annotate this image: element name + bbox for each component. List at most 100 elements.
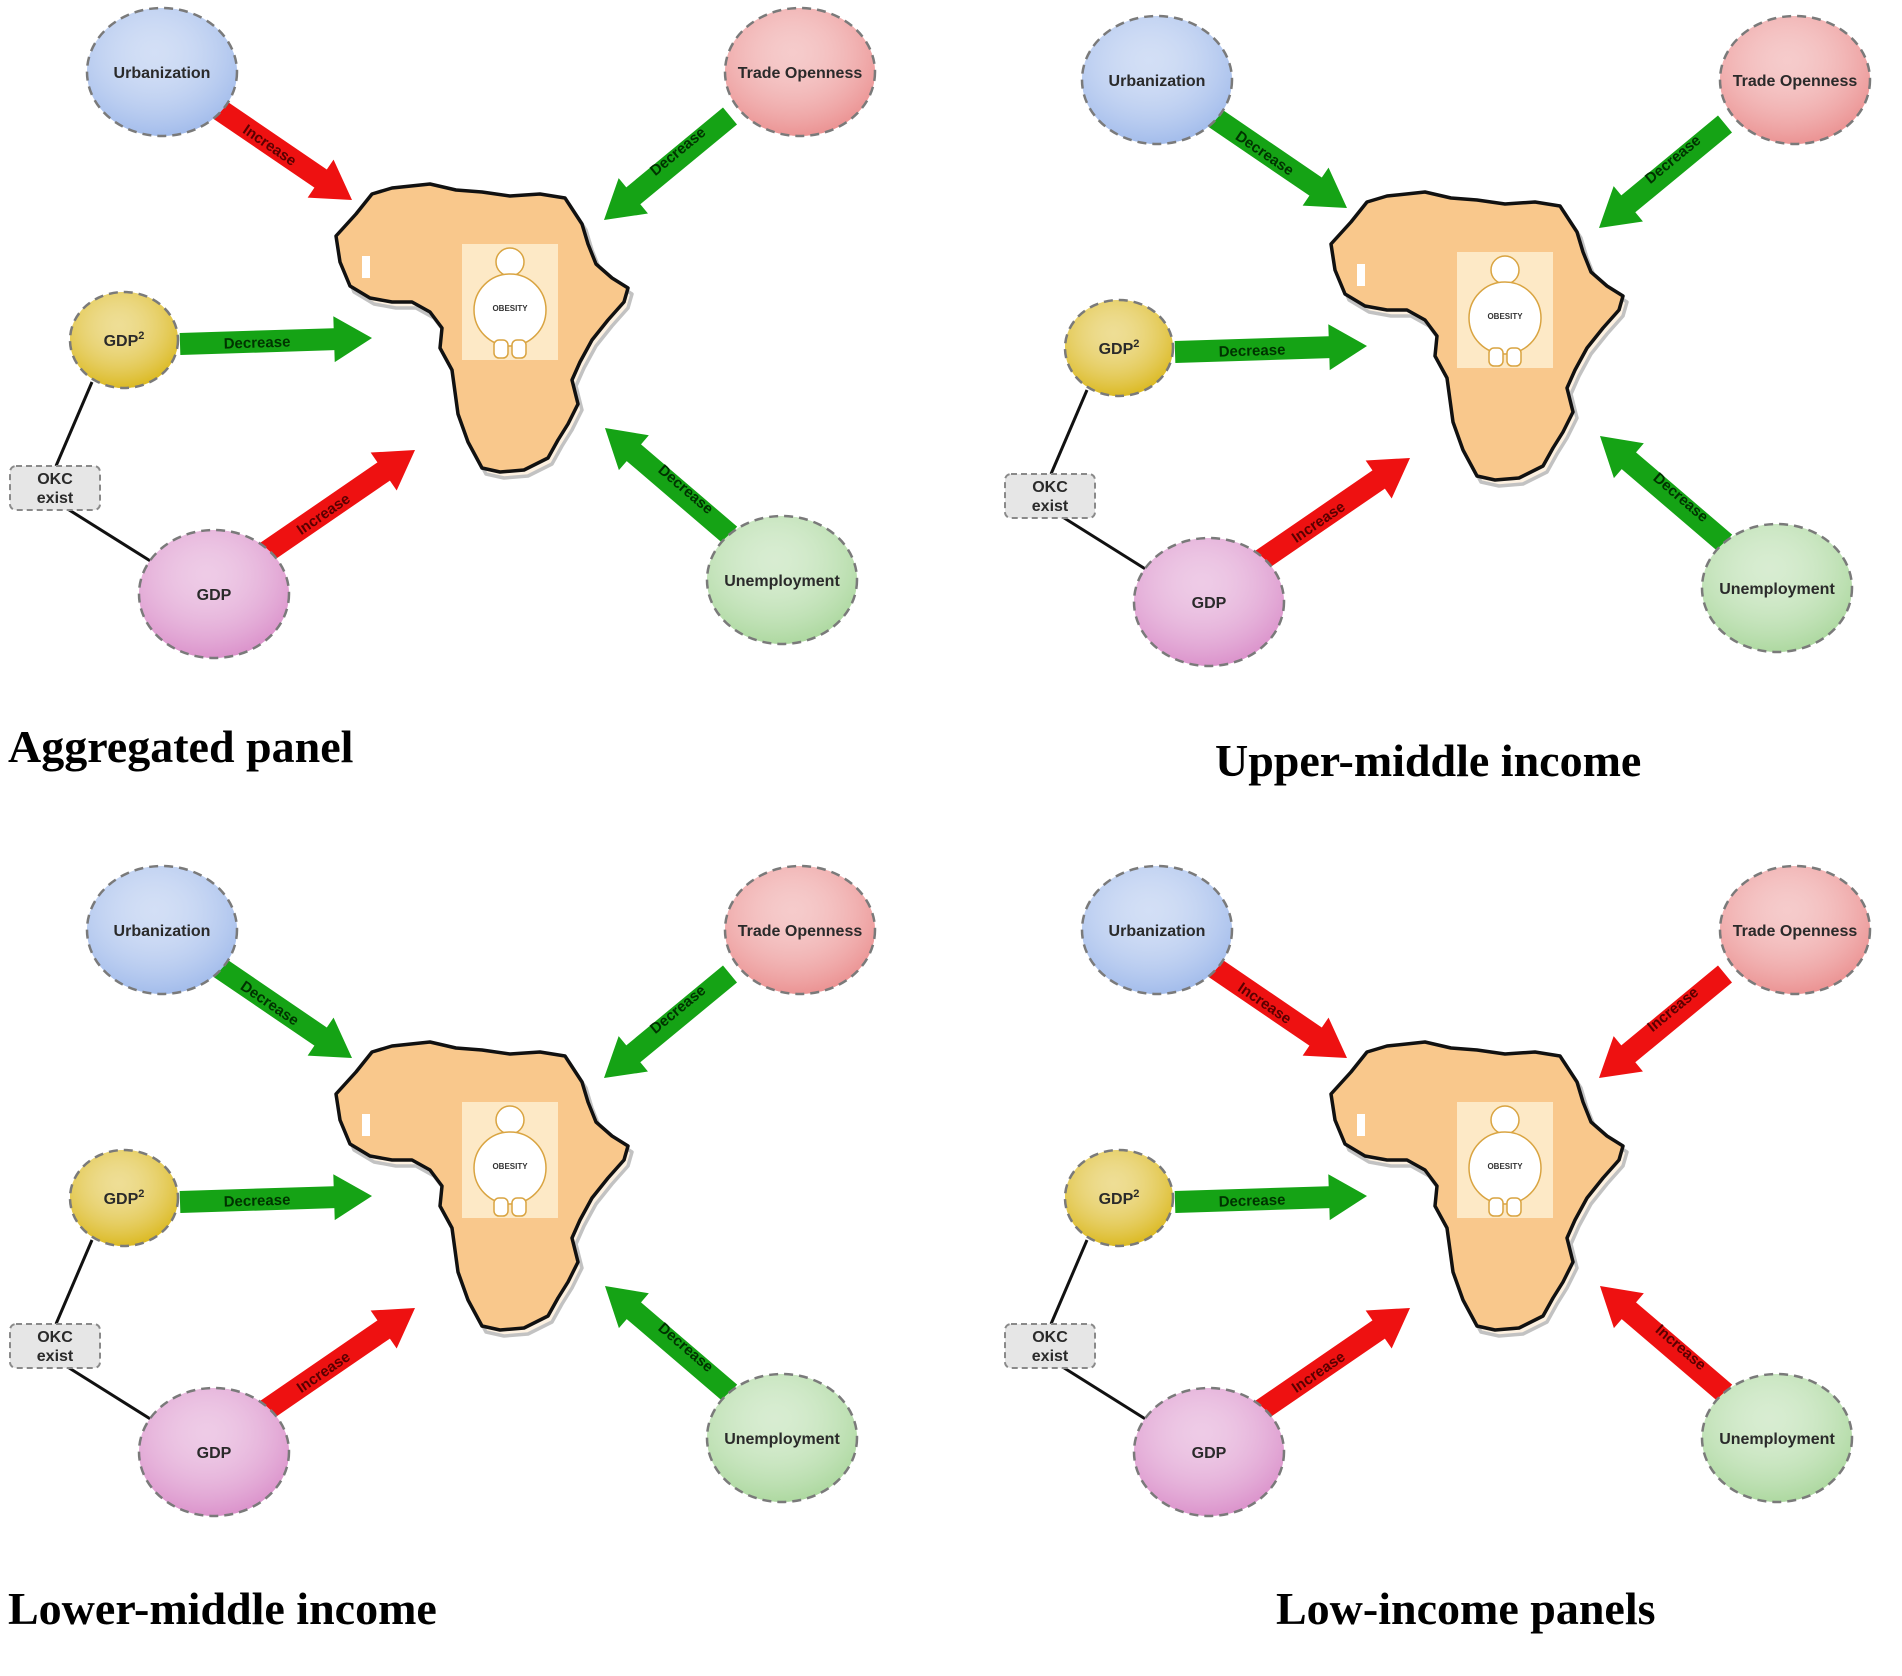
- okc-label-line1: OKC: [37, 1329, 73, 1346]
- urbanization-node: Urbanization: [85, 6, 239, 138]
- urbanization-node: Urbanization: [1080, 14, 1234, 146]
- gdp2-arrow: Decrease: [179, 316, 373, 363]
- okc-label-line1: OKC: [1032, 1329, 1068, 1346]
- urbanization-label: Urbanization: [1109, 73, 1206, 90]
- caption-lower-middle-income: Lower-middle income: [8, 1583, 437, 1634]
- caption-low-income-panels: Low-income panels: [1276, 1583, 1656, 1634]
- urbanization-arrow: Increase: [1208, 958, 1347, 1058]
- gdp2-node: GDP2: [68, 1148, 180, 1248]
- gdp2-node: GDP2: [68, 290, 180, 390]
- trade-node: Trade Openness: [723, 6, 877, 138]
- gdp-node: GDP: [1132, 1386, 1286, 1518]
- okc-label-line2: exist: [37, 490, 74, 507]
- urbanization-label: Urbanization: [114, 65, 211, 82]
- gdp2-node: GDP2: [1063, 298, 1175, 398]
- caption-upper-middle-income: Upper-middle income: [1215, 735, 1642, 786]
- unemployment-node: Unemployment: [1700, 1372, 1854, 1504]
- okc-label-line1: OKC: [37, 471, 73, 488]
- gdp-label: GDP: [1192, 1445, 1227, 1462]
- okc-label-line2: exist: [1032, 498, 1069, 515]
- gdp-label: GDP: [197, 587, 232, 604]
- okc-connectors: [54, 381, 153, 564]
- unemployment-label: Unemployment: [1719, 581, 1835, 598]
- trade-label: Trade Openness: [738, 65, 863, 82]
- unemployment-arrow: Decrease: [604, 427, 738, 544]
- gdp-arrow: Increase: [255, 1308, 415, 1423]
- gdp2-arrow: Decrease: [1174, 324, 1368, 371]
- obesity-label: OBESITY: [1487, 312, 1523, 321]
- gdp-arrow: Increase: [1250, 1308, 1410, 1423]
- gdp2-effect-label: Decrease: [1218, 342, 1285, 361]
- okc-exist-box: OKC exist: [9, 1323, 101, 1369]
- okc-connectors: [54, 1239, 153, 1422]
- gdp-arrow: Increase: [255, 450, 415, 565]
- gdp2-effect-label: Decrease: [223, 1192, 290, 1211]
- unemployment-node: Unemployment: [705, 514, 859, 646]
- gdp2-arrow: Decrease: [179, 1174, 373, 1221]
- gdp-node: GDP: [137, 528, 291, 660]
- okc-label-line2: exist: [37, 1348, 74, 1365]
- unemployment-label: Unemployment: [1719, 1431, 1835, 1448]
- unemployment-label: Unemployment: [724, 1431, 840, 1448]
- okc-label-line1: OKC: [1032, 479, 1068, 496]
- unemployment-node: Unemployment: [1700, 522, 1854, 654]
- caption-aggregated-panel: Aggregated panel: [8, 721, 354, 772]
- trade-arrow: Decrease: [1598, 115, 1733, 229]
- obesity-figure: OBESITY: [1457, 252, 1553, 368]
- urbanization-node: Urbanization: [85, 864, 239, 996]
- trade-arrow: Increase: [1598, 965, 1733, 1079]
- unemployment-arrow: Increase: [1599, 1285, 1733, 1402]
- gdp-node: GDP: [137, 1386, 291, 1518]
- trade-label: Trade Openness: [1733, 73, 1858, 90]
- urbanization-arrow: Decrease: [213, 958, 352, 1058]
- obesity-figure: OBESITY: [462, 244, 558, 360]
- urbanization-arrow: Decrease: [1208, 108, 1347, 208]
- gdp2-label: GDP2: [104, 1188, 145, 1208]
- urbanization-label: Urbanization: [1109, 923, 1206, 940]
- trade-arrow: Decrease: [603, 965, 738, 1079]
- unemployment-label: Unemployment: [724, 573, 840, 590]
- okc-exist-box: OKC exist: [1004, 473, 1096, 519]
- gdp2-label: GDP2: [1099, 338, 1140, 358]
- obesity-label: OBESITY: [1487, 1162, 1523, 1171]
- gdp-arrow: Increase: [1250, 458, 1410, 573]
- gdp2-label: GDP2: [1099, 1188, 1140, 1208]
- okc-exist-box: OKC exist: [1004, 1323, 1096, 1369]
- gdp2-arrow: Decrease: [1174, 1174, 1368, 1221]
- gdp2-effect-label: Decrease: [1218, 1192, 1285, 1211]
- trade-node: Trade Openness: [1718, 864, 1872, 996]
- gdp-label: GDP: [1192, 595, 1227, 612]
- trade-node: Trade Openness: [723, 864, 877, 996]
- unemployment-arrow: Decrease: [604, 1285, 738, 1402]
- gdp-node: GDP: [1132, 536, 1286, 668]
- obesity-label: OBESITY: [492, 304, 528, 313]
- urbanization-arrow: Increase: [213, 100, 352, 200]
- unemployment-arrow: Decrease: [1599, 435, 1733, 552]
- gdp2-effect-label: Decrease: [223, 334, 290, 353]
- gdp2-label: GDP2: [104, 330, 145, 350]
- urbanization-node: Urbanization: [1080, 864, 1234, 996]
- gdp-label: GDP: [197, 1445, 232, 1462]
- trade-node: Trade Openness: [1718, 14, 1872, 146]
- gdp2-node: GDP2: [1063, 1148, 1175, 1248]
- trade-label: Trade Openness: [1733, 923, 1858, 940]
- urbanization-effect-label: Decrease: [237, 978, 302, 1030]
- okc-label-line2: exist: [1032, 1348, 1069, 1365]
- unemployment-node: Unemployment: [705, 1372, 859, 1504]
- okc-connectors: [1049, 1239, 1148, 1422]
- trade-arrow: Decrease: [603, 107, 738, 221]
- okc-exist-box: OKC exist: [9, 465, 101, 511]
- obesity-figure: OBESITY: [462, 1102, 558, 1218]
- obesity-figure: OBESITY: [1457, 1102, 1553, 1218]
- obesity-label: OBESITY: [492, 1162, 528, 1171]
- trade-label: Trade Openness: [738, 923, 863, 940]
- urbanization-label: Urbanization: [114, 923, 211, 940]
